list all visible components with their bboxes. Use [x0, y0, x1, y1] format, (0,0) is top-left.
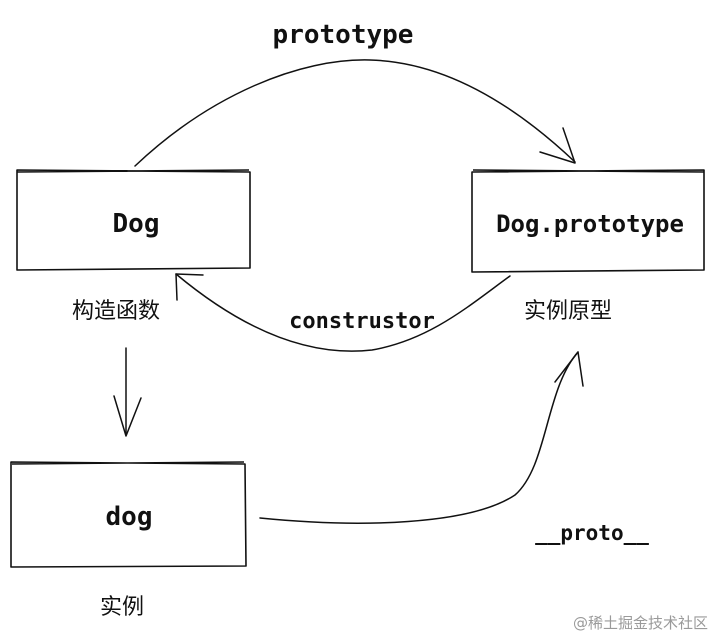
node-dog-instance: dog: [10, 461, 247, 568]
watermark-text: @稀土掘金技术社区: [573, 614, 708, 632]
constructor-arrowhead: [175, 273, 204, 301]
dog-prototype-caption: 实例原型: [524, 299, 612, 324]
dog-instance-label: dog: [106, 502, 153, 532]
prototype-arrowhead: [539, 127, 576, 164]
dog-constructor-caption: 构造函数: [72, 299, 160, 324]
edge-proto: __proto__: [259, 351, 649, 545]
node-dog-prototype: Dog.prototype: [471, 169, 705, 273]
dog-constructor-box: [16, 169, 251, 271]
proto-arrowhead: [554, 351, 584, 387]
edge-instantiate: [113, 347, 142, 437]
proto-arrow-line: [259, 351, 579, 524]
instantiate-arrowhead: [113, 395, 142, 437]
dog-prototype-label: Dog.prototype: [496, 210, 684, 238]
dog-instance-caption: 实例: [100, 595, 144, 620]
dog-prototype-box: [471, 169, 705, 273]
edge-prototype: prototype: [134, 20, 576, 167]
prototype-edge-label: prototype: [273, 20, 414, 50]
dog-instance-box: [10, 461, 247, 568]
proto-edge-label: __proto__: [535, 521, 649, 545]
prototype-arrow-line: [134, 59, 576, 167]
edge-constructor: construstor: [175, 273, 511, 352]
constructor-edge-label: construstor: [289, 309, 435, 334]
constructor-arrow-line: [175, 273, 511, 352]
node-dog-constructor: Dog: [16, 169, 251, 271]
dog-constructor-label: Dog: [113, 209, 160, 239]
